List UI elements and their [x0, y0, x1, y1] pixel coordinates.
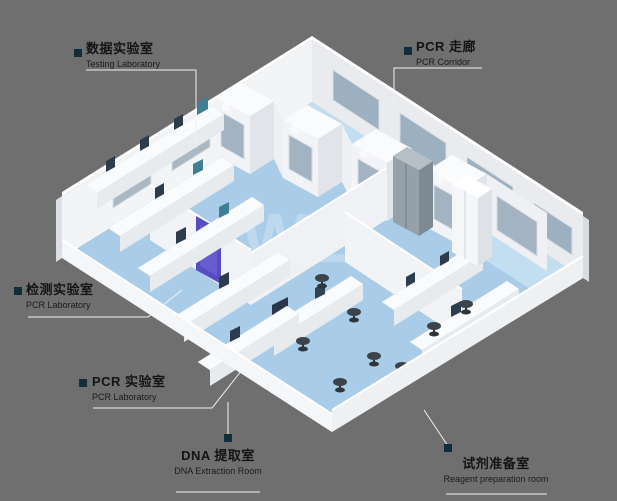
label-pcr-corridor-zh: PCR 走廊 — [416, 39, 477, 54]
bench-front — [150, 205, 264, 292]
bench-front — [274, 284, 363, 356]
label-reagent-room-en: Reagent preparation room — [443, 473, 549, 484]
bench-front — [184, 260, 290, 342]
bench-front — [120, 165, 234, 252]
window — [332, 69, 380, 131]
bench-equipment — [197, 97, 208, 115]
buffer-wall-top — [215, 82, 274, 116]
divider-wall-right — [345, 212, 462, 339]
lab-stool — [296, 337, 310, 352]
label-testing-lab: 数据实验室 Testing Laboratory — [86, 41, 161, 69]
cabinet-side — [478, 189, 492, 266]
bench-front — [97, 114, 224, 209]
callout-marker-pcr-lab — [79, 379, 87, 387]
bench-equipment — [176, 227, 186, 244]
callout-marker-corridor — [404, 47, 412, 55]
callout-lines — [28, 67, 547, 495]
label-pcr-lab-en: PCR Laboratory — [92, 391, 157, 402]
front-right-wall-top — [331, 255, 584, 411]
storage-cabinet-white — [452, 175, 492, 266]
buffer-room-2 — [283, 105, 342, 197]
bench-equipment — [440, 251, 449, 266]
front-left-wall — [62, 240, 332, 432]
label-dna-room: DNA 提取室 DNA Extraction Room — [172, 448, 264, 476]
cabinet-top — [452, 175, 492, 198]
label-dna-room-zh: DNA 提取室 — [181, 448, 255, 463]
buffer-label: 缓冲 — [290, 124, 310, 135]
bench-equipment — [140, 135, 149, 151]
bench-equipment — [174, 114, 183, 130]
lab-bench — [137, 196, 265, 292]
label-detection-lab-zh: 检测实验室 — [26, 282, 94, 297]
lab-stool — [427, 322, 441, 337]
storage-cabinet-gray — [393, 147, 433, 236]
divider-wall-center-top — [250, 167, 387, 254]
bench-front — [210, 314, 299, 386]
lab-stool — [333, 378, 347, 393]
lab-bench — [107, 156, 235, 252]
label-pcr-lab-zh: PCR 实验室 — [92, 374, 166, 389]
buffer-window — [288, 134, 313, 183]
bench-equipment — [406, 272, 415, 287]
buffer-labels: 缓冲 缓冲 缓冲 缓冲 — [222, 101, 455, 185]
buffer-label: 缓冲 — [222, 101, 242, 112]
bench-equipment — [219, 272, 229, 289]
callout-line-reagent — [423, 409, 449, 447]
buffer-wall-side — [318, 124, 342, 197]
lab-stool — [367, 352, 381, 367]
label-pcr-corridor-en: PCR Corridor — [416, 56, 471, 67]
lab-bench — [84, 97, 225, 209]
lab-stool — [347, 308, 361, 323]
label-detection-lab-en: PCR Laboratory — [26, 299, 91, 310]
corridor-wall-segment — [274, 101, 283, 178]
lab-stools — [296, 274, 473, 393]
callout-marker-testing — [74, 49, 82, 57]
top-right-wall-top — [312, 36, 583, 216]
label-pcr-corridor: PCR 走廊 PCR Corridor — [416, 39, 477, 67]
bench-equipment — [106, 156, 115, 172]
corridor-wall-segment — [342, 124, 352, 202]
callout-line-detection — [28, 289, 183, 318]
back-left-wall-edge — [56, 196, 62, 262]
lab-benches — [84, 97, 520, 386]
label-detection-lab: 检测实验室 PCR Laboratory — [26, 282, 94, 310]
lab-stool — [459, 300, 473, 315]
bench-front — [394, 254, 483, 326]
bench-equipment — [219, 202, 229, 218]
buffer-label: 缓冲 — [435, 174, 455, 185]
cabinet-side — [419, 161, 433, 236]
callout-marker-dna — [224, 434, 232, 442]
callout-line-testing — [86, 69, 197, 148]
buffer-wall-top — [283, 105, 342, 139]
label-reagent-room: 试剂准备室 Reagent preparation room — [442, 456, 550, 484]
bench-equipment — [230, 326, 240, 342]
lab-stool — [315, 274, 329, 289]
front-walls — [61, 239, 584, 432]
bench-equipment — [193, 159, 203, 175]
label-testing-lab-zh: 数据实验室 — [86, 41, 154, 56]
callout-line-corridor — [393, 67, 482, 108]
bench-equipment — [155, 183, 164, 199]
label-testing-lab-en: Testing Laboratory — [86, 58, 161, 69]
callout-marker-detection — [14, 287, 22, 295]
top-right-wall-edge — [583, 216, 589, 282]
buffer-label: 缓冲 — [359, 148, 379, 159]
buffer-wall-side — [250, 101, 274, 174]
front-left-wall-top — [61, 239, 333, 415]
label-dna-room-en: DNA Extraction Room — [174, 465, 262, 476]
callout-line-pcr-lab — [93, 369, 243, 409]
back-left-wall-top — [62, 36, 312, 196]
callout-markers — [14, 47, 452, 452]
front-right-wall — [332, 256, 583, 432]
label-pcr-lab: PCR 实验室 PCR Laboratory — [92, 374, 166, 402]
cabinet-top — [393, 147, 433, 170]
label-reagent-room-zh: 试剂准备室 — [462, 456, 530, 471]
bench-equipment — [451, 301, 461, 317]
callout-marker-reagent — [444, 444, 452, 452]
corridor-window — [496, 195, 538, 257]
